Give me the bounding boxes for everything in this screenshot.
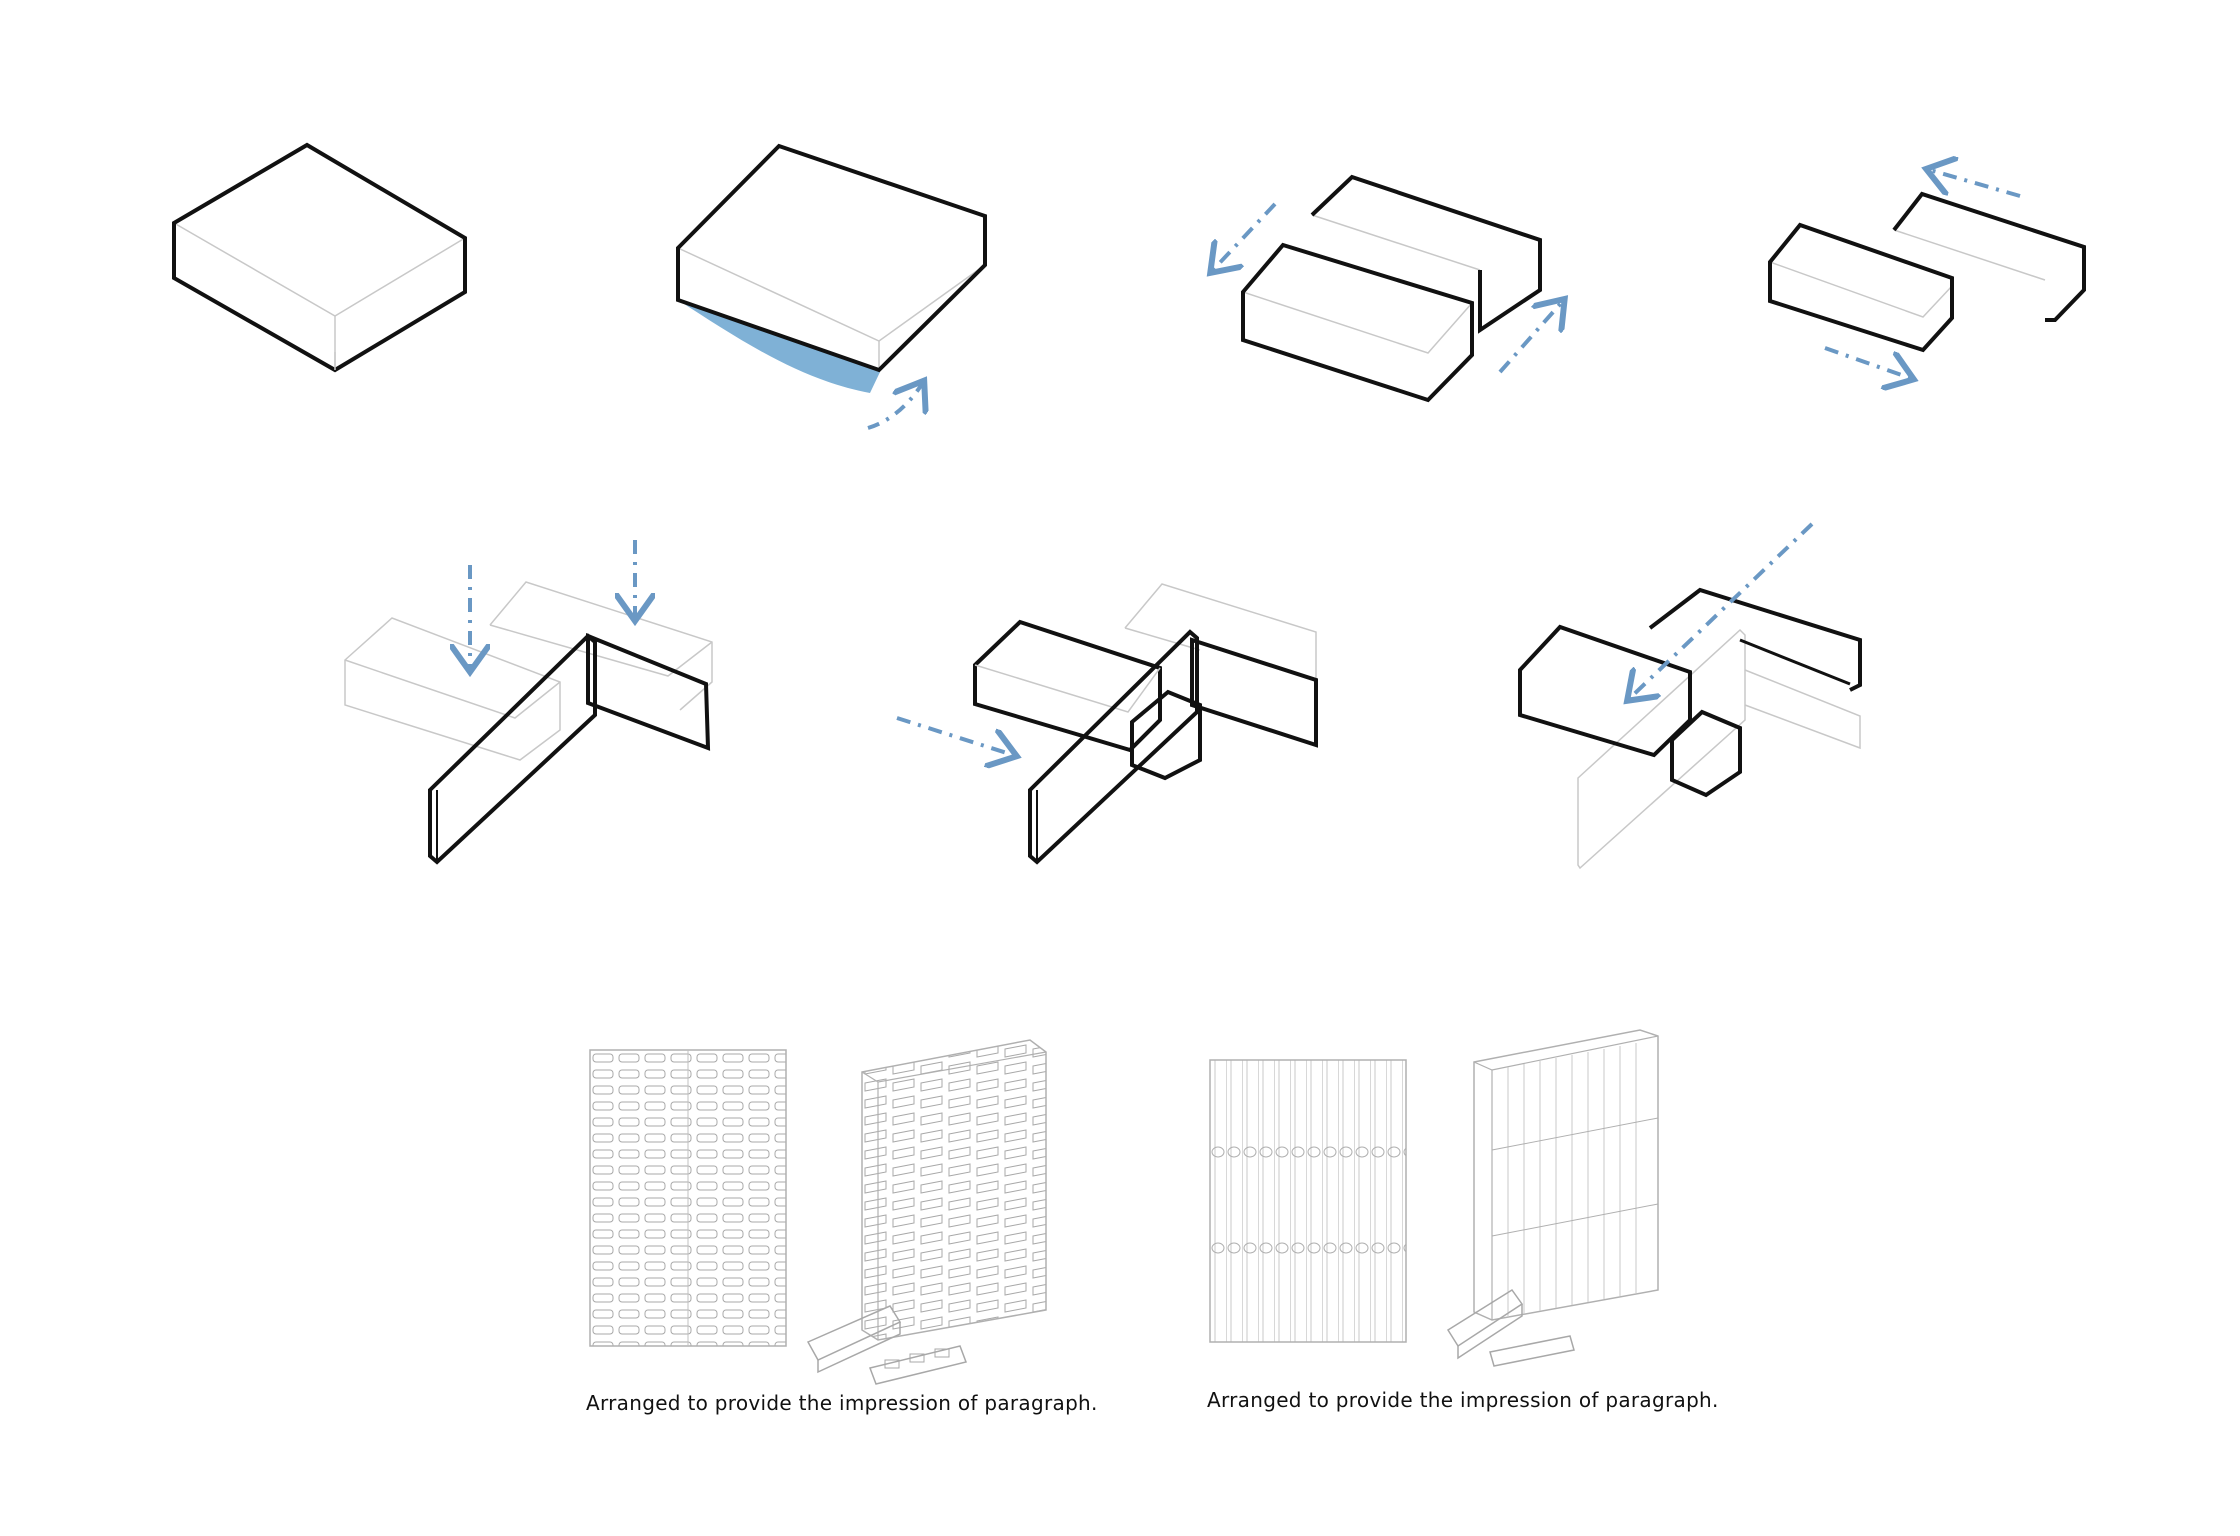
panel-wall-axonometric: [1446, 1029, 1659, 1367]
panel-wall-elevation: [1209, 1059, 1407, 1343]
panel-wall-caption: Arranged to provide the impression of pa…: [1207, 1388, 1719, 1412]
wall-insertion: [344, 540, 713, 865]
block-wall-caption: Arranged to provide the impression of pa…: [586, 1391, 1098, 1415]
offset-blocks: [1768, 170, 2086, 378]
curved-arrow-icon: [867, 384, 922, 430]
final-composition: [1518, 522, 1862, 870]
block-wall-axonometric: [806, 1039, 1047, 1385]
lifted-block: [676, 143, 987, 430]
dashed-arrow-icon: [896, 716, 1013, 755]
mass-block-1: [172, 142, 467, 373]
dashed-arrow-icon: [1930, 170, 2021, 198]
split-blocks: [1213, 174, 1562, 403]
block-insertion: [896, 583, 1318, 865]
dashed-arrow-icon: [1630, 522, 1814, 698]
dashed-arrow-icon: [1213, 202, 1277, 270]
block-wall-elevation: [589, 1049, 787, 1347]
dashed-arrow-icon: [1498, 302, 1562, 374]
dashed-arrow-icon: [1824, 346, 1910, 378]
